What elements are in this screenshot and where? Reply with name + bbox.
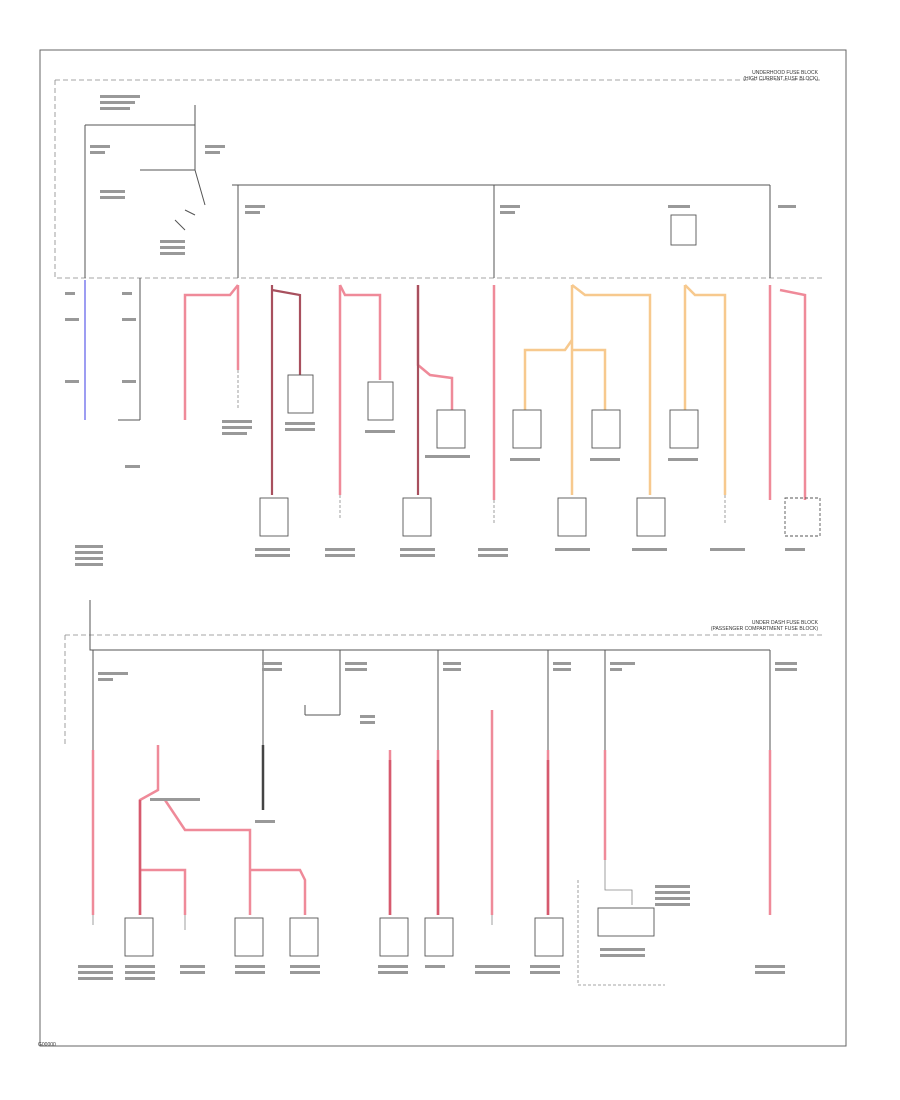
underhood-fuse-block-subtitle: (HIGH CURRENT FUSE BLOCK): [743, 76, 818, 82]
under-dash-fuse-block-title: UNDER DASH FUSE BLOCK: [752, 620, 819, 626]
dashed-outline-bottom: [577, 880, 665, 986]
bottom-small-labels: [75, 545, 797, 980]
ignition-switch-symbol: [174, 169, 206, 231]
orange-wires: [523, 284, 727, 495]
diagram-code: G00000: [38, 1042, 56, 1048]
under-dash-fuse-block-subtitle: (PASSENGER COMPARTMENT FUSE BLOCK): [711, 626, 818, 632]
under-dash-fuse-block: UNDER DASH FUSE BLOCK (PASSENGER COMPART…: [64, 545, 822, 986]
red-wires-bottom: [91, 710, 772, 915]
top-power-bus: [232, 184, 771, 278]
components-second-row: [259, 497, 821, 537]
ground-stubs-top: [237, 370, 726, 525]
underhood-fuse-block: UNDERHOOD FUSE BLOCK (HIGH CURRENT FUSE …: [54, 70, 822, 557]
top-small-labels: [65, 95, 805, 557]
relay-box-symbol: [670, 214, 697, 246]
dark-red-wires-bottom: [138, 760, 550, 915]
underhood-fuse-block-title: UNDERHOOD FUSE BLOCK: [752, 70, 819, 76]
components-top-row: [287, 374, 699, 449]
diagram-frame: [39, 49, 847, 1047]
dark-red-wires-top: [270, 285, 420, 495]
battery-feed-line: [84, 105, 196, 278]
bottom-power-bus: [89, 600, 771, 750]
ground-stubs-bottom: [92, 860, 633, 930]
starter-feed-line: [118, 278, 141, 421]
underhood-fuse-block-outline: [54, 79, 822, 279]
components-bottom-row: [124, 907, 655, 957]
under-dash-fuse-block-outline: [64, 634, 822, 745]
